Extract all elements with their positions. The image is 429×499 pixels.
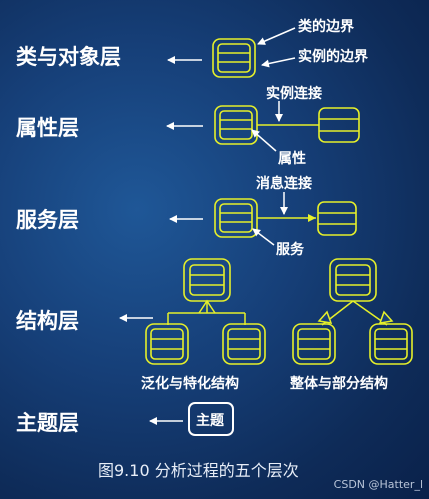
annotation-whole-part-structure: 整体与部分结构 <box>290 376 388 392</box>
whole-part-connector <box>317 300 394 326</box>
pointer-instance-boundary <box>261 57 296 68</box>
class-object-symbol <box>212 38 256 78</box>
gen-parent-symbol <box>183 258 231 302</box>
whole-symbol <box>329 258 377 302</box>
topic-box <box>188 402 234 436</box>
topic-box-label: 主题 <box>196 413 224 429</box>
service-right-symbol <box>317 201 357 236</box>
pointer-attribute <box>251 129 277 152</box>
pointer-class-boundary <box>257 27 296 45</box>
part-left-symbol <box>292 323 336 365</box>
annotation-class-boundary: 类的边界 <box>298 19 354 35</box>
annotation-instance-connection: 实例连接 <box>266 86 322 102</box>
gen-child-left-symbol <box>145 323 189 365</box>
layer-label-class-object: 类与对象层 <box>16 45 121 69</box>
layer-label-topic: 主题层 <box>16 411 79 435</box>
attribute-right-symbol <box>318 107 360 143</box>
part-right-symbol <box>369 323 413 365</box>
gen-connector <box>167 299 246 325</box>
message-connection-arrowhead <box>308 214 316 222</box>
layer-label-service: 服务层 <box>16 208 79 232</box>
figure-caption: 图9.10 分析过程的五个层次 <box>98 461 299 480</box>
pointer-service <box>252 228 275 246</box>
gen-child-right-symbol <box>222 323 266 365</box>
annotation-instance-boundary: 实例的边界 <box>298 49 368 65</box>
layer-label-structure: 结构层 <box>16 309 79 333</box>
annotation-gen-spec-structure: 泛化与特化结构 <box>141 376 239 392</box>
annotation-message-connection: 消息连接 <box>256 176 312 192</box>
attribute-left-symbol <box>214 105 258 145</box>
annotation-attribute: 属性 <box>278 151 306 167</box>
annotation-service: 服务 <box>276 242 304 258</box>
service-left-symbol <box>214 198 258 238</box>
watermark: CSDN @Hatter_l <box>333 478 423 491</box>
layer-label-attribute: 属性层 <box>16 116 79 140</box>
